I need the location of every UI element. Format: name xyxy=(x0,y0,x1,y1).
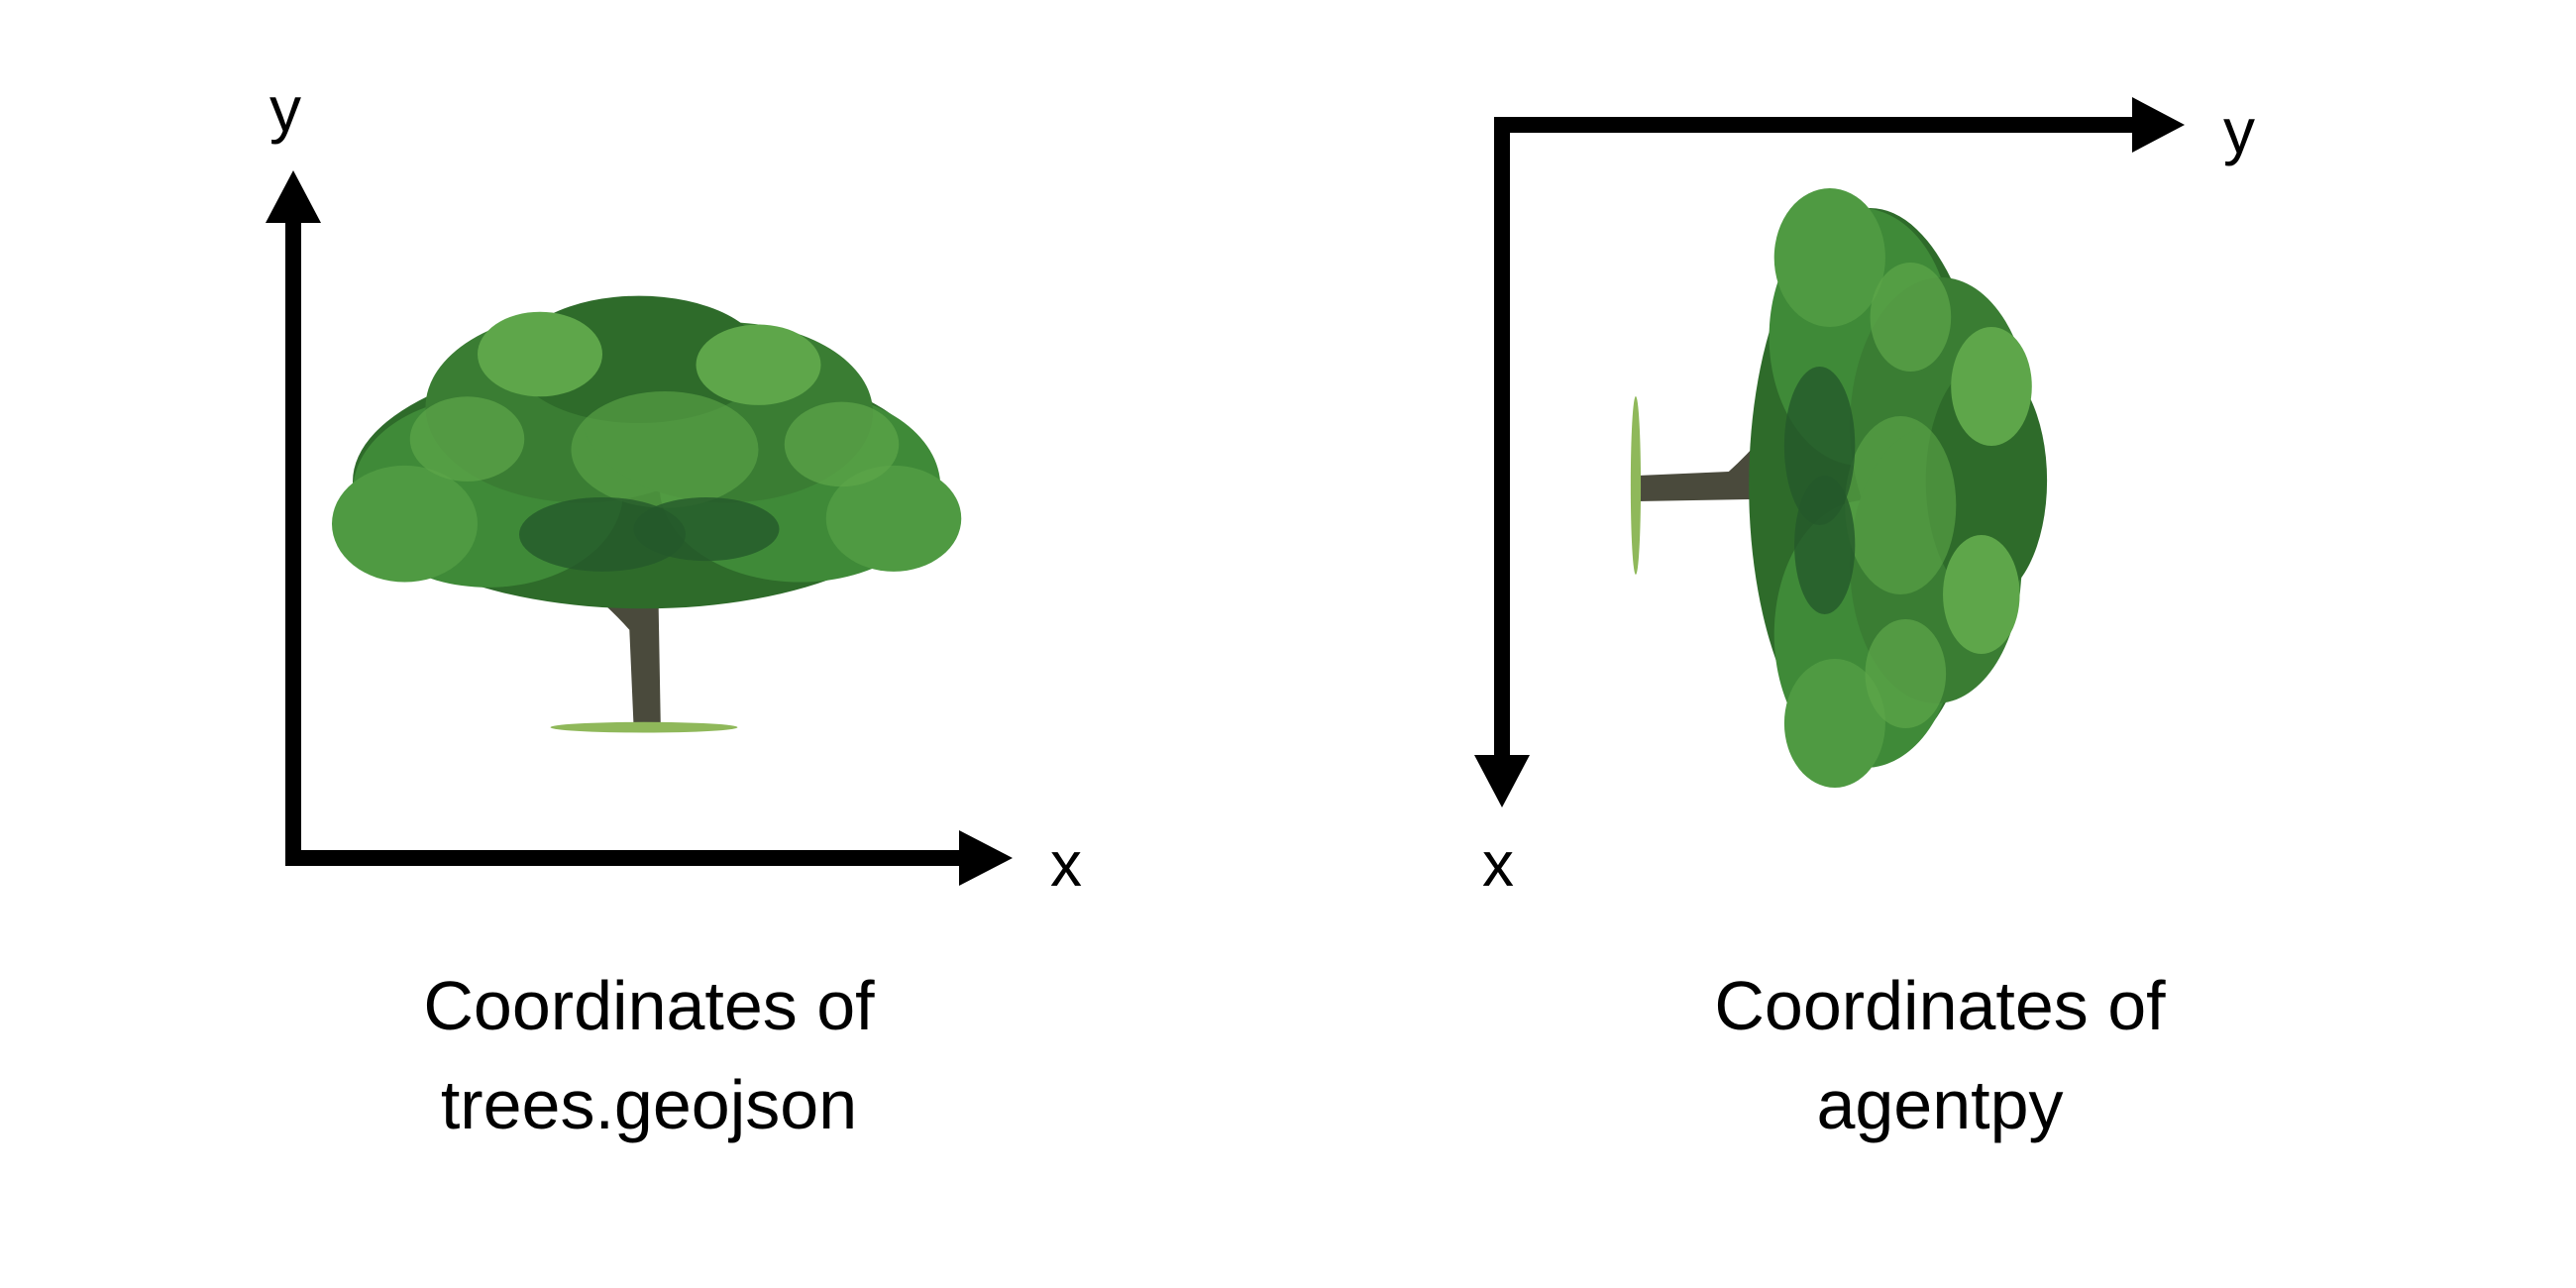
right-x-arrowhead xyxy=(1474,755,1530,807)
left-caption: Coordinates of trees.geojson xyxy=(272,956,1025,1154)
left-y-arrowhead xyxy=(266,170,321,223)
right-x-axis-label: x xyxy=(1482,828,1514,900)
right-caption-line2: agentpy xyxy=(1816,1066,2064,1143)
left-x-axis-label: x xyxy=(1050,828,1082,900)
right-caption-line1: Coordinates of xyxy=(1714,967,2166,1044)
right-axes xyxy=(1474,97,2185,807)
right-y-axis-label: y xyxy=(2223,95,2255,166)
left-y-axis-label: y xyxy=(269,73,301,145)
left-axes xyxy=(266,170,1013,886)
right-caption: Coordinates of agentpy xyxy=(1563,956,2316,1154)
left-caption-line2: trees.geojson xyxy=(440,1066,858,1143)
tree-icon xyxy=(332,295,962,733)
tree-icon-rotated xyxy=(1630,188,2048,788)
left-x-arrowhead xyxy=(959,830,1013,886)
left-caption-line1: Coordinates of xyxy=(423,967,875,1044)
right-y-arrowhead xyxy=(2132,97,2185,153)
